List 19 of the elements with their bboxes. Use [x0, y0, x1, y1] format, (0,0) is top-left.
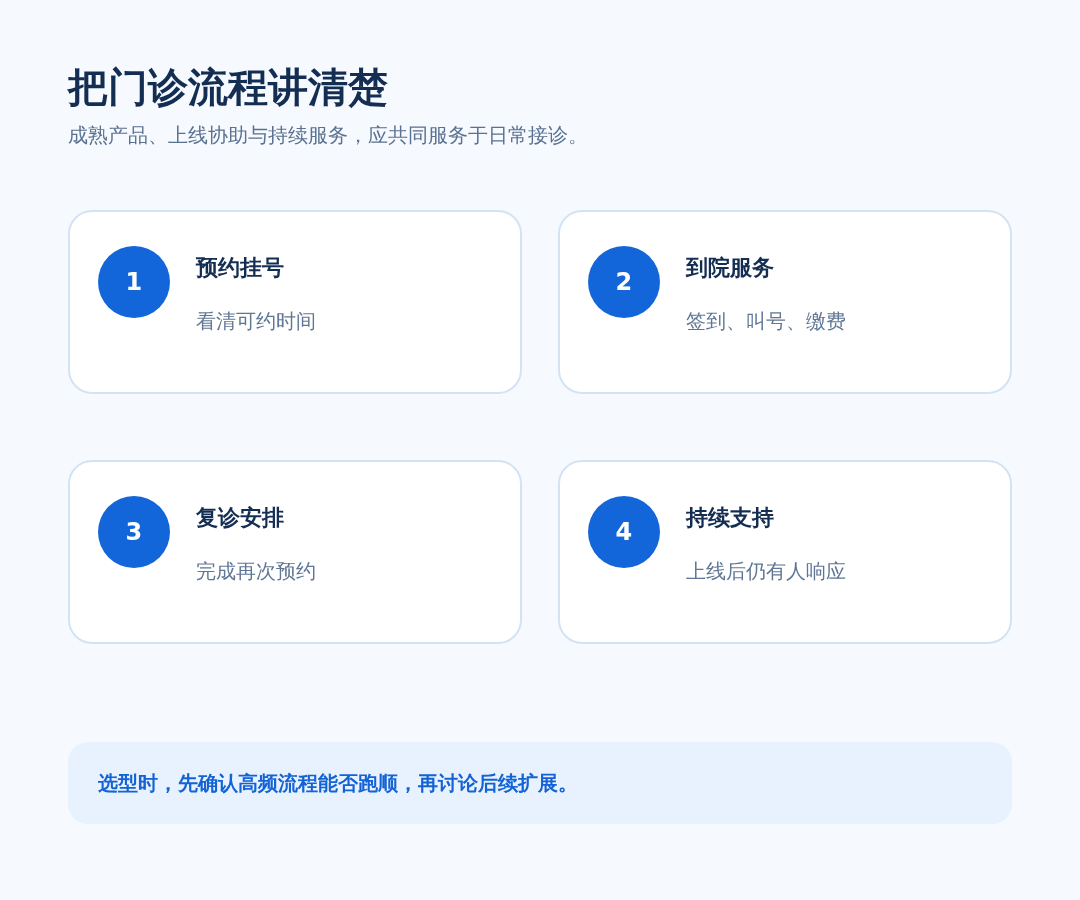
page-title: 把门诊流程讲清楚	[68, 63, 388, 112]
step-description: 完成再次预约	[196, 558, 316, 585]
step-card	[68, 210, 522, 394]
step-title: 复诊安排	[196, 504, 284, 532]
step-title: 预约挂号	[196, 254, 284, 282]
subtitle: 成熟产品、上线协助与持续服务，应共同服务于日常接诊。	[68, 122, 588, 149]
step-description: 看清可约时间	[196, 308, 316, 335]
step-card	[558, 210, 1012, 394]
note-text: 选型时，先确认高频流程能否跑顺，再讨论后续扩展。	[98, 770, 578, 797]
step-number: 3	[125, 517, 143, 547]
step-number: 4	[615, 517, 633, 547]
step-description: 上线后仍有人响应	[686, 558, 846, 585]
step-card	[68, 460, 522, 644]
step-card	[558, 460, 1012, 644]
step-description: 签到、叫号、缴费	[686, 308, 846, 335]
step-number: 1	[125, 267, 143, 297]
step-title: 到院服务	[686, 254, 774, 282]
step-title: 持续支持	[686, 504, 774, 532]
step-number: 2	[615, 267, 633, 297]
